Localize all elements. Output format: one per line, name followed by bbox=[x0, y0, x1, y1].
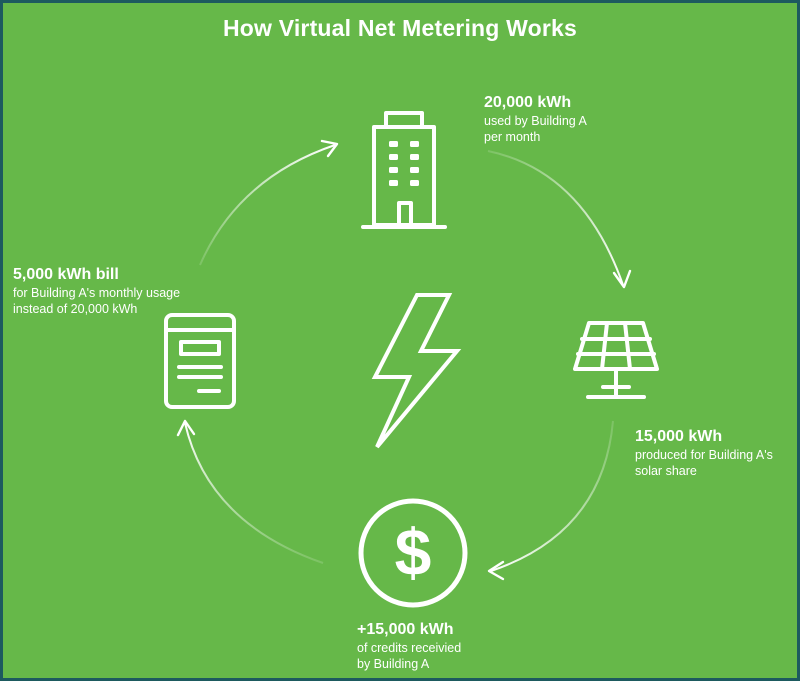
building-usage-label: 20,000 kWh used by Building A per month bbox=[484, 93, 587, 145]
svg-text:$: $ bbox=[395, 515, 432, 589]
bill-document-icon bbox=[164, 313, 236, 409]
building-usage-line-1: used by Building A bbox=[484, 114, 587, 128]
dollar-coin-icon: $ bbox=[358, 498, 468, 608]
lightning-bolt-icon bbox=[371, 293, 462, 449]
credits-amount: +15,000 kWh bbox=[357, 621, 454, 638]
bill-line-2: instead of 20,000 kWh bbox=[13, 302, 138, 316]
bill-amount: 5,000 kWh bill bbox=[13, 266, 119, 283]
arrow-solar-to-credits bbox=[487, 420, 614, 581]
solar-panel-icon bbox=[573, 321, 659, 399]
arrow-credits-to-bill bbox=[176, 419, 324, 564]
building-icon bbox=[361, 111, 447, 229]
credits-line-1: of credits receivied bbox=[357, 641, 462, 655]
arrow-building-to-solar bbox=[487, 150, 632, 289]
arrow-bill-to-building bbox=[199, 139, 339, 266]
solar-production-label: 15,000 kWh produced for Building A's sol… bbox=[635, 427, 773, 479]
building-usage-amount: 20,000 kWh bbox=[484, 94, 572, 111]
credits-label: +15,000 kWh of credits receivied by Buil… bbox=[357, 620, 461, 672]
metering-cycle-diagram: $ bbox=[164, 111, 659, 608]
building-usage-line-2: per month bbox=[484, 130, 541, 144]
solar-production-line-2: solar share bbox=[635, 464, 697, 478]
credits-line-2: by Building A bbox=[357, 657, 430, 671]
bill-line-1: for Building A's monthly usage bbox=[13, 286, 181, 300]
bill-label: 5,000 kWh bill for Building A's monthly … bbox=[13, 265, 180, 317]
solar-production-amount: 15,000 kWh bbox=[635, 428, 723, 445]
page-title: How Virtual Net Metering Works bbox=[222, 15, 578, 41]
solar-production-line-1: produced for Building A's bbox=[635, 448, 773, 462]
